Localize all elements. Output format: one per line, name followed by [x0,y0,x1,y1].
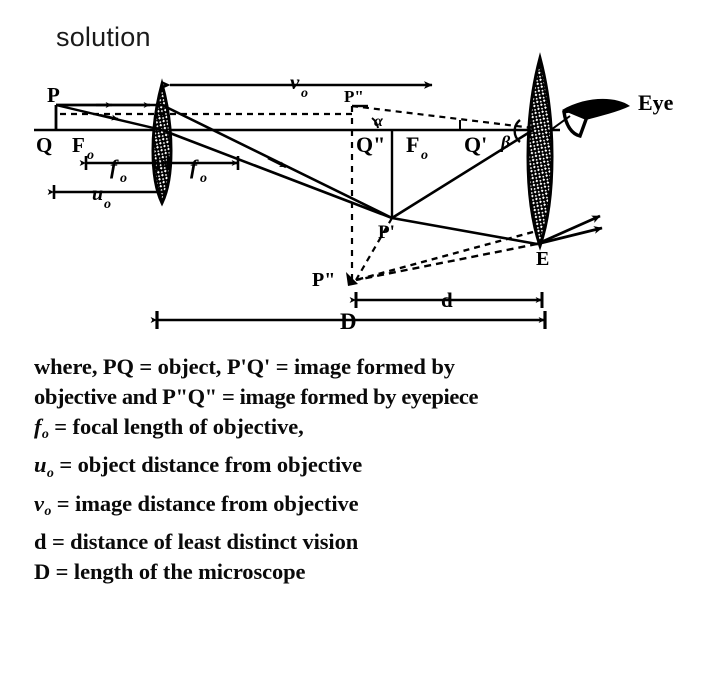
legend-text-block: where, PQ = object, P'Q' = image formed … [34,352,694,587]
label-microscope-length-D: D [340,309,357,334]
angle-arc-beta [513,119,521,143]
label-angle-beta: β [500,132,511,152]
label-first-image-base-Q1: Q' [464,132,487,157]
label-final-image-top-P2: P" [344,87,364,106]
first-image-PQ-prime [390,130,394,218]
label-eye-point-E: E [536,248,549,270]
legend-line-1: where, PQ = object, P'Q' = image formed … [34,352,694,382]
eyepiece-lens [526,52,554,251]
label-eyepiece-focus-F-sub: o [421,148,428,163]
label-final-image-P2-marker: P" [312,269,335,291]
legend-line-2: objective and P"Q" = image formed by eye… [34,382,694,412]
legend-symbol-f: f [34,414,42,439]
label-object-top-P: P [47,83,60,107]
label-object-base-Q: Q [36,133,52,157]
legend-line-3-text: = focal length of objective, [48,414,304,439]
legend-symbol-v-sub: o [44,504,52,520]
legend-line-5-text: = image distance from objective [51,490,359,516]
label-objective-focus-F-sub: o [87,148,94,163]
dimension-u-o [47,185,164,199]
label-object-distance-u-sub: o [104,197,111,212]
legend-line-2-text: objective and P"Q" = image formed by eye… [34,384,479,409]
ray-bundle-eyepiece [391,128,603,246]
eye-icon [547,98,630,139]
legend-symbol-v: v [34,490,44,516]
label-focal-length-1: f [110,155,119,179]
label-image-distance-v: v [290,70,300,94]
legend-symbol-u-sub: o [46,465,54,481]
label-focal-length-2-sub: o [200,171,207,186]
dimension-d [349,292,544,308]
legend-line-7-text: D = length of the microscope [34,559,306,585]
ray-bundle-objective [55,102,393,220]
label-focal-length-1-sub: o [120,171,127,186]
label-object-distance-u: u [92,183,103,205]
legend-symbol-u: u [34,452,47,478]
label-eye: Eye [638,90,674,115]
ray-diagram-figure: P Q F o f o f o u o v o P" Q" F o Q' P' … [0,48,720,348]
label-angle-alpha: α [374,113,384,130]
dimension-D [150,311,547,329]
virtual-image-construction [60,104,538,286]
label-eyepiece-focus-F: F [406,132,419,157]
label-first-image-top-P1: P' [378,222,395,243]
legend-line-4-text: = object distance from objective [53,452,363,478]
compound-microscope-diagram: P Q F o f o f o u o v o P" Q" F o Q' P' … [34,52,674,334]
label-objective-focus-F: F [72,133,85,157]
page-title: solution [56,22,151,52]
dimension-f-o-right [161,156,240,170]
label-image-distance-v-sub: o [301,86,308,101]
legend-line-7: D = length of the microscope [34,557,694,587]
objective-lens [151,78,173,207]
angle-arc-alpha [371,117,379,129]
label-least-distance-d: d [441,288,453,312]
legend-line-5: vo = image distance from objective [34,489,694,527]
legend-line-3: fo = focal length of objective, [34,412,694,450]
legend-line-4: uo = object distance from objective [34,450,694,488]
label-focal-length-2: f [190,155,199,179]
legend-symbol-f-sub: o [41,427,49,443]
label-final-image-base-Q2: Q" [356,132,385,157]
legend-line-1-text: where, PQ = object, P'Q' = image formed … [34,354,455,379]
legend-line-6-text: d = distance of least distinct vision [34,529,359,555]
dimension-f-o-left [79,156,160,170]
legend-line-6: d = distance of least distinct vision [34,527,694,557]
